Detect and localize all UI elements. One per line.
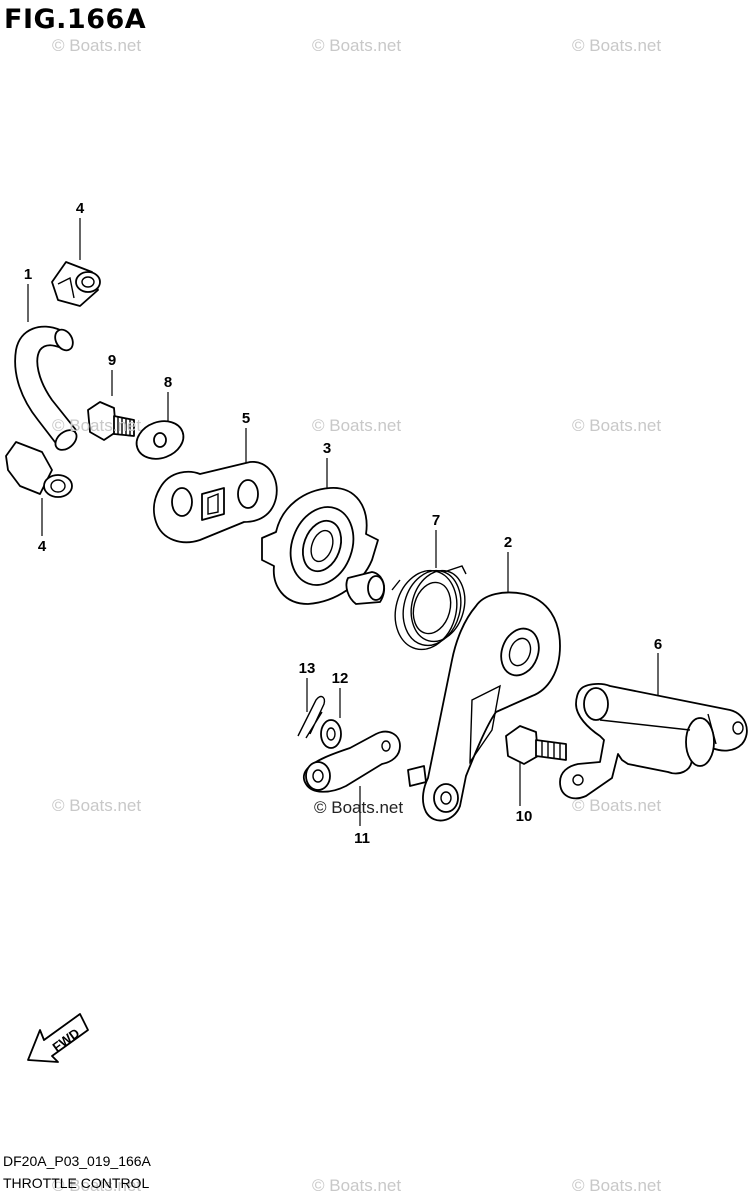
- part-9-bolt: [87, 401, 135, 441]
- callout-part-6: 6: [653, 636, 663, 653]
- callout-part-8: 8: [163, 374, 173, 391]
- part-6-bracket: [559, 683, 748, 800]
- part-2-lever: [407, 591, 561, 822]
- watermark: © Boats.net: [312, 36, 402, 55]
- callout-part-9: 9: [107, 352, 117, 369]
- figure-title: FIG.166A: [4, 4, 147, 35]
- leader-lines: [27, 218, 659, 826]
- watermark: © Boats.net: [572, 796, 662, 815]
- part-3-cam: [261, 487, 386, 605]
- watermark: © Boats.net: [572, 36, 662, 55]
- part-5-plate: [153, 461, 278, 544]
- callout-part-2: 2: [503, 534, 513, 551]
- callout-part-13: 13: [298, 660, 316, 677]
- callout-part-5: 5: [241, 410, 251, 427]
- callout-part-7: 7: [431, 512, 441, 529]
- watermark: © Boats.net: [52, 796, 142, 815]
- diagram-caption: THROTTLE CONTROL: [3, 1175, 150, 1191]
- callout-part-1: 1: [23, 266, 33, 283]
- fwd-arrow: [27, 1013, 89, 1063]
- watermark: © Boats.net: [52, 36, 142, 55]
- part-10-bolt: [505, 725, 567, 765]
- watermark: © Boats.net: [52, 416, 142, 435]
- part-13-clip: [297, 695, 326, 739]
- watermark: © Boats.net: [52, 1176, 142, 1195]
- watermark: © Boats.net: [312, 416, 402, 435]
- callout-part-12: 12: [331, 670, 349, 687]
- part-11-link: [302, 730, 401, 793]
- watermark: © Boats.net: [314, 798, 404, 817]
- callout-part-10: 10: [515, 808, 533, 825]
- watermark: © Boats.net: [572, 416, 662, 435]
- callout-part-11: 11: [354, 830, 370, 847]
- watermark: © Boats.net: [572, 1176, 662, 1195]
- watermark: © Boats.net: [312, 1176, 402, 1195]
- part-12-washer: [320, 719, 342, 749]
- callout-part-4-bottom: 4: [37, 538, 47, 555]
- part-4-clip-top: [51, 261, 101, 307]
- part-8-washer: [135, 420, 185, 460]
- part-4-clip-bottom: [5, 441, 73, 498]
- diagram-code: DF20A_P03_019_166A: [3, 1153, 151, 1169]
- callout-part-4-top: 4: [75, 200, 85, 217]
- part-7-spring: [391, 565, 467, 651]
- part-1-hose: [14, 325, 78, 451]
- callout-part-3: 3: [322, 440, 332, 457]
